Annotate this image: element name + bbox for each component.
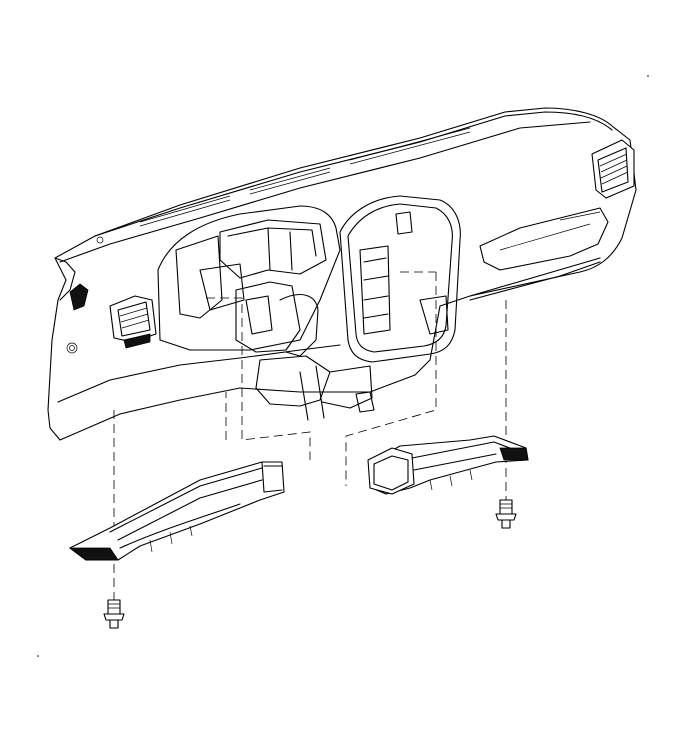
dashboard-top-crest (59, 121, 591, 263)
dashboard-body (47, 107, 637, 441)
cluster-opening (157, 205, 341, 351)
right-duct-reference-box (345, 272, 437, 486)
sensor-hole (96, 236, 104, 244)
right-air-vent-icon (591, 139, 635, 199)
center-stack-opening (339, 195, 461, 363)
left-floor-duct (68, 461, 285, 561)
scan-speck (647, 75, 649, 77)
left-fastener-push-pin-icon (103, 599, 125, 629)
hvac-module (175, 211, 449, 421)
right-duct-outlet (367, 447, 415, 495)
defroster-grille (139, 127, 471, 223)
left-duct-reference-box (206, 297, 311, 460)
left-end-cap (54, 257, 76, 301)
instrument-panel (47, 107, 637, 486)
left-side-vent (69, 283, 89, 311)
left-trim-hole (66, 342, 78, 354)
glovebox-opening (479, 207, 609, 271)
right-fastener-push-pin-icon (495, 499, 517, 529)
left-air-vent-icon (109, 295, 157, 349)
right-floor-duct (367, 435, 529, 495)
